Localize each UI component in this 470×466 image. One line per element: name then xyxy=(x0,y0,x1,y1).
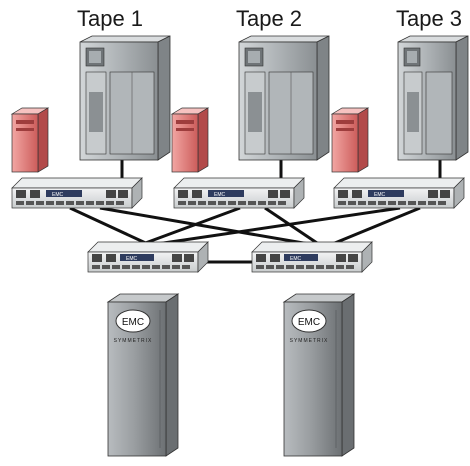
link-switch3-switch4 xyxy=(149,206,401,247)
storage-2-logo: EMC xyxy=(298,317,320,328)
storage-2-brand: SYMMETRIX xyxy=(290,338,329,344)
link-switch2-switch4 xyxy=(139,206,241,247)
server-2 xyxy=(170,107,210,173)
switch-4-panel-text: EMC xyxy=(126,256,138,262)
storage-array-1: EMC SYMMETRIX xyxy=(106,293,180,457)
switch-1-panel-text: EMC xyxy=(52,192,64,198)
link-switch1-switch5 xyxy=(99,206,316,247)
switch-2-panel-text: EMC xyxy=(214,192,226,198)
tape-3-label: Tape 3 xyxy=(395,6,463,31)
storage-1-brand: SYMMETRIX xyxy=(114,338,153,344)
storage-1-logo: EMC xyxy=(122,317,144,328)
switch-3: EMC xyxy=(333,177,465,209)
tape-library-1 xyxy=(79,35,171,161)
link-switch1-switch4 xyxy=(69,206,151,247)
switch-2: EMC xyxy=(173,177,305,209)
tape-2-label: Tape 2 xyxy=(235,6,303,31)
switch-1: EMC xyxy=(11,177,143,209)
fabric-links xyxy=(69,160,442,264)
tape-library-3 xyxy=(397,35,469,161)
storage-array-2: EMC SYMMETRIX xyxy=(282,293,356,457)
switch-5: EMC xyxy=(251,241,373,273)
switch-5-panel-text: EMC xyxy=(290,256,302,262)
switch-3-panel-text: EMC xyxy=(374,192,386,198)
tape-1-label: Tape 1 xyxy=(76,6,144,31)
link-switch3-switch5 xyxy=(329,206,421,247)
link-switch2-switch5 xyxy=(264,206,321,247)
server-3 xyxy=(330,107,370,173)
tape-library-2 xyxy=(238,35,330,161)
server-1 xyxy=(10,107,50,173)
switch-4: EMC xyxy=(87,241,209,273)
